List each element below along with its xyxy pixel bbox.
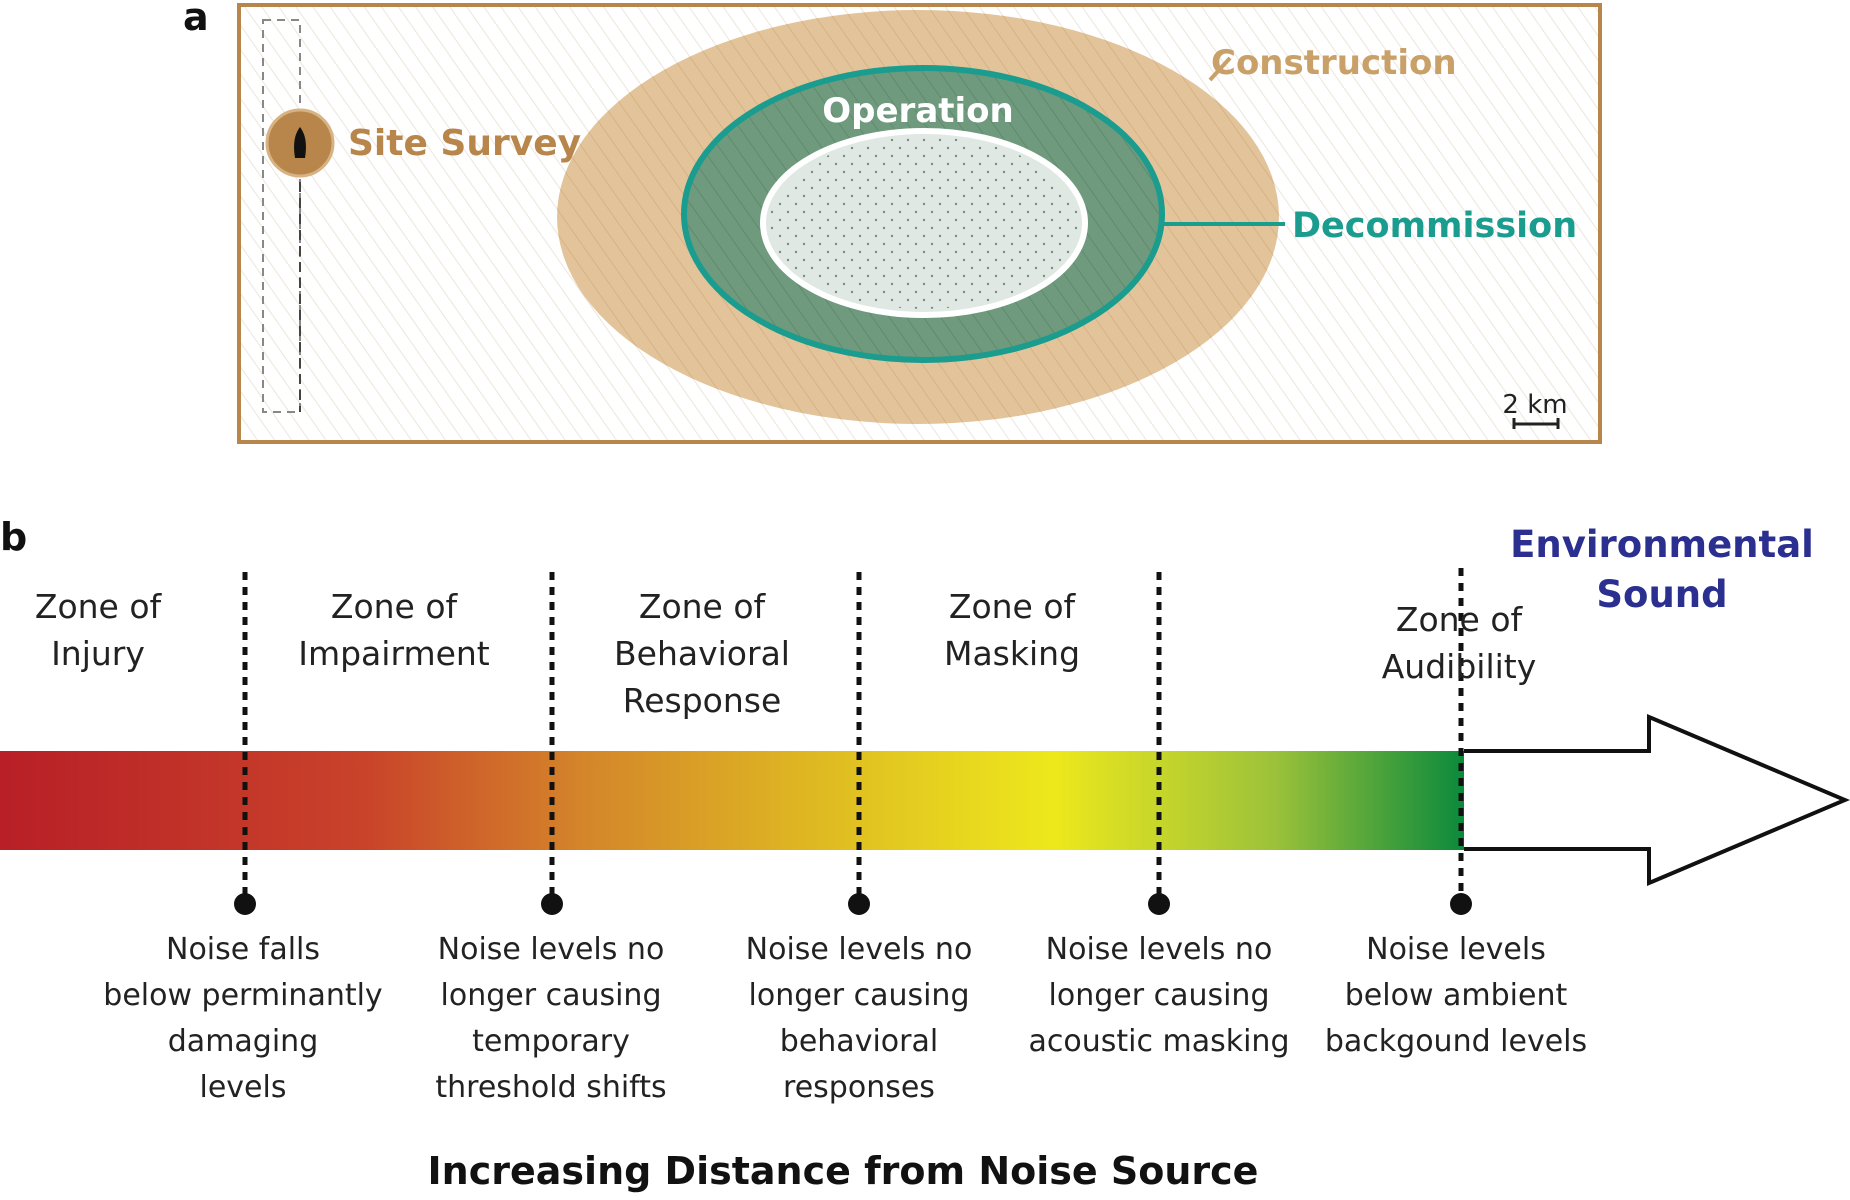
panel-a-map: Site Survey Construction Operation Decom…: [237, 3, 1602, 444]
threshold-label-2-line-1: Noise levels no: [438, 932, 665, 967]
zone-label-2-line-2: Impairment: [298, 634, 490, 673]
zone-label-1-line-2: Injury: [51, 634, 145, 673]
construction-leader-line: [1208, 56, 1232, 82]
threshold-label-1-line-4: levels: [200, 1070, 287, 1105]
threshold-label-1-line-1: Noise falls: [166, 932, 320, 967]
noise-gradient-bar: [0, 751, 1464, 850]
map-frame: [237, 3, 1602, 444]
threshold-label-3-line-2: longer causing: [749, 978, 970, 1013]
threshold-marker-2: [541, 893, 563, 915]
threshold-marker-3: [848, 893, 870, 915]
operation-label: Operation: [822, 91, 1013, 131]
threshold-label-5-line-2: below ambient: [1345, 978, 1568, 1013]
threshold-label-3-line-1: Noise levels no: [746, 932, 973, 967]
environmental-sound-arrow: [1464, 713, 1850, 887]
distance-axis-label: Increasing Distance from Noise Source: [428, 1149, 1259, 1193]
threshold-labels: Noise falls below perminantly damaging leve…: [103, 932, 1587, 1105]
threshold-label-1-line-3: damaging: [168, 1024, 318, 1059]
threshold-label-4-line-1: Noise levels no: [1046, 932, 1273, 967]
threshold-marker-1: [234, 893, 256, 915]
zone-labels: Zone of Injury Zone of Impairment Zone of Beh…: [35, 587, 1536, 720]
zone-label-4-line-1: Zone of: [949, 587, 1077, 626]
zone-label-5-line-2: Audibility: [1382, 647, 1537, 686]
threshold-label-2-line-4: threshold shifts: [435, 1070, 666, 1105]
zone-label-2-line-1: Zone of: [331, 587, 459, 626]
panel-a-letter: a: [183, 0, 209, 39]
panel-b-letter: b: [0, 515, 27, 559]
threshold-label-5-line-1: Noise levels: [1366, 932, 1546, 967]
threshold-label-3-line-3: behavioral: [780, 1024, 938, 1059]
scale-bar-label: 2 km: [1502, 390, 1567, 420]
threshold-label-5-line-3: backgound levels: [1325, 1024, 1587, 1059]
threshold-label-1-line-2: below perminantly: [103, 978, 382, 1013]
threshold-label-3-line-4: responses: [783, 1070, 935, 1105]
construction-label: Construction: [1211, 43, 1457, 83]
zone-label-1-line-1: Zone of: [35, 587, 163, 626]
threshold-marker-4: [1148, 893, 1170, 915]
threshold-marker-5: [1450, 893, 1472, 915]
site-survey-label: Site Survey: [348, 123, 581, 164]
survey-vessel-icon: [294, 127, 306, 158]
threshold-label-4-line-2: longer causing: [1049, 978, 1270, 1013]
turbine-dots: [769, 137, 1079, 309]
survey-corridor: [262, 19, 301, 413]
zone-label-5-line-1: Zone of: [1396, 600, 1524, 639]
zone-label-3-line-1: Zone of: [639, 587, 767, 626]
threshold-label-4-line-3: acoustic masking: [1028, 1024, 1289, 1059]
zone-label-3-line-2: Behavioral: [614, 634, 790, 673]
threshold-label-2-line-2: longer causing: [441, 978, 662, 1013]
zone-label-4-line-2: Masking: [944, 634, 1080, 673]
env-label-line-1: Environmental: [1510, 523, 1814, 566]
decommission-label: Decommission: [1292, 206, 1577, 246]
threshold-label-2-line-3: temporary: [472, 1024, 630, 1059]
zone-dividers: [234, 568, 1472, 915]
zone-label-3-line-3: Response: [623, 681, 782, 720]
env-label-line-2: Sound: [1596, 573, 1727, 616]
